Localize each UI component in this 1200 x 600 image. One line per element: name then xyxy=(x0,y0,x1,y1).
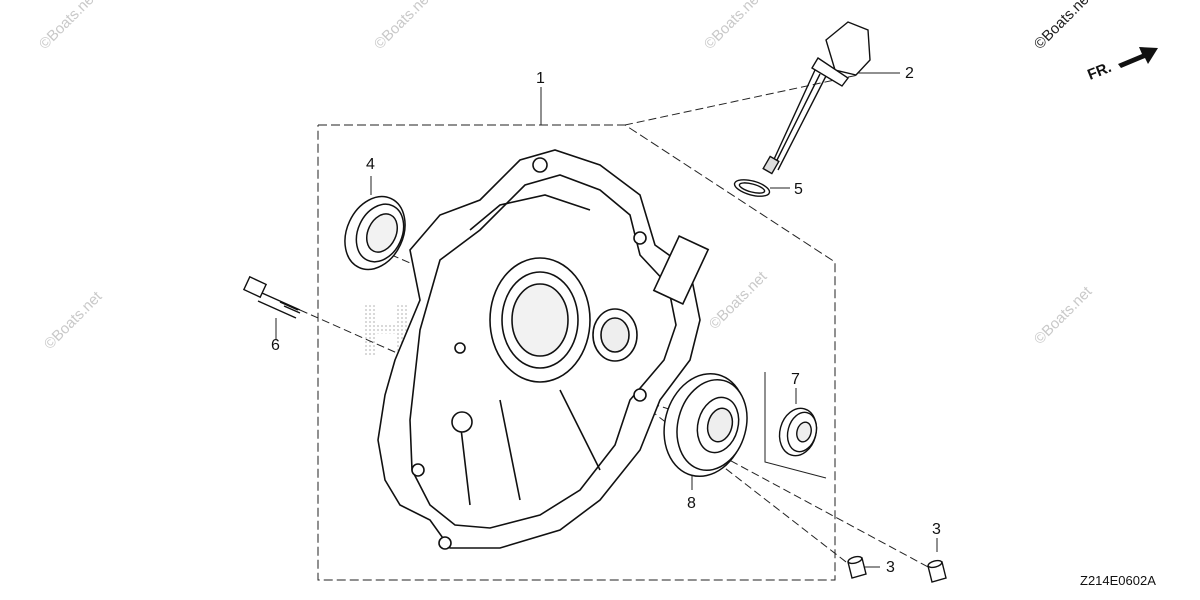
flange-bolt[interactable] xyxy=(242,275,301,319)
bearing-small[interactable] xyxy=(774,404,821,460)
watermark-text: ©Boats.net xyxy=(706,268,771,333)
callout-1: 1 xyxy=(536,70,545,87)
callout-5: 5 xyxy=(794,181,803,198)
crankcase-cover[interactable] xyxy=(377,149,710,550)
direction-label: FR. xyxy=(1085,59,1114,84)
o-ring[interactable] xyxy=(733,177,771,200)
callout-8: 8 xyxy=(687,495,696,512)
callout-2: 2 xyxy=(905,65,914,82)
assembly-frame xyxy=(317,124,836,581)
callout-4: 4 xyxy=(366,156,375,173)
arrow-icon xyxy=(1118,47,1158,68)
bearing-bracket xyxy=(764,372,827,479)
dowel-pin-right[interactable] xyxy=(927,559,947,583)
callout-7: 7 xyxy=(791,371,800,388)
front-direction-indicator: FR. xyxy=(1085,47,1158,84)
oil-seal[interactable] xyxy=(334,187,417,280)
watermark-text: ©Boats.net xyxy=(1031,283,1096,348)
watermark-text: ©Boats.net xyxy=(41,288,106,353)
callout-6: 6 xyxy=(271,337,280,354)
dowel-pin-left[interactable] xyxy=(847,555,867,579)
oil-filler-cap[interactable] xyxy=(762,21,871,175)
callout-3-left: 3 xyxy=(886,559,895,576)
watermark-text: ©Boats.net xyxy=(371,0,436,53)
watermark-text: ©Boats.net xyxy=(701,0,766,53)
watermark-text: ©Boats.net xyxy=(36,0,101,53)
callout-3-right: 3 xyxy=(932,521,941,538)
diagram-code: Z214E0602A xyxy=(1080,573,1156,588)
watermark-text-corner: ©Boats.net xyxy=(1031,0,1096,53)
radial-ball-bearing[interactable] xyxy=(653,364,757,485)
